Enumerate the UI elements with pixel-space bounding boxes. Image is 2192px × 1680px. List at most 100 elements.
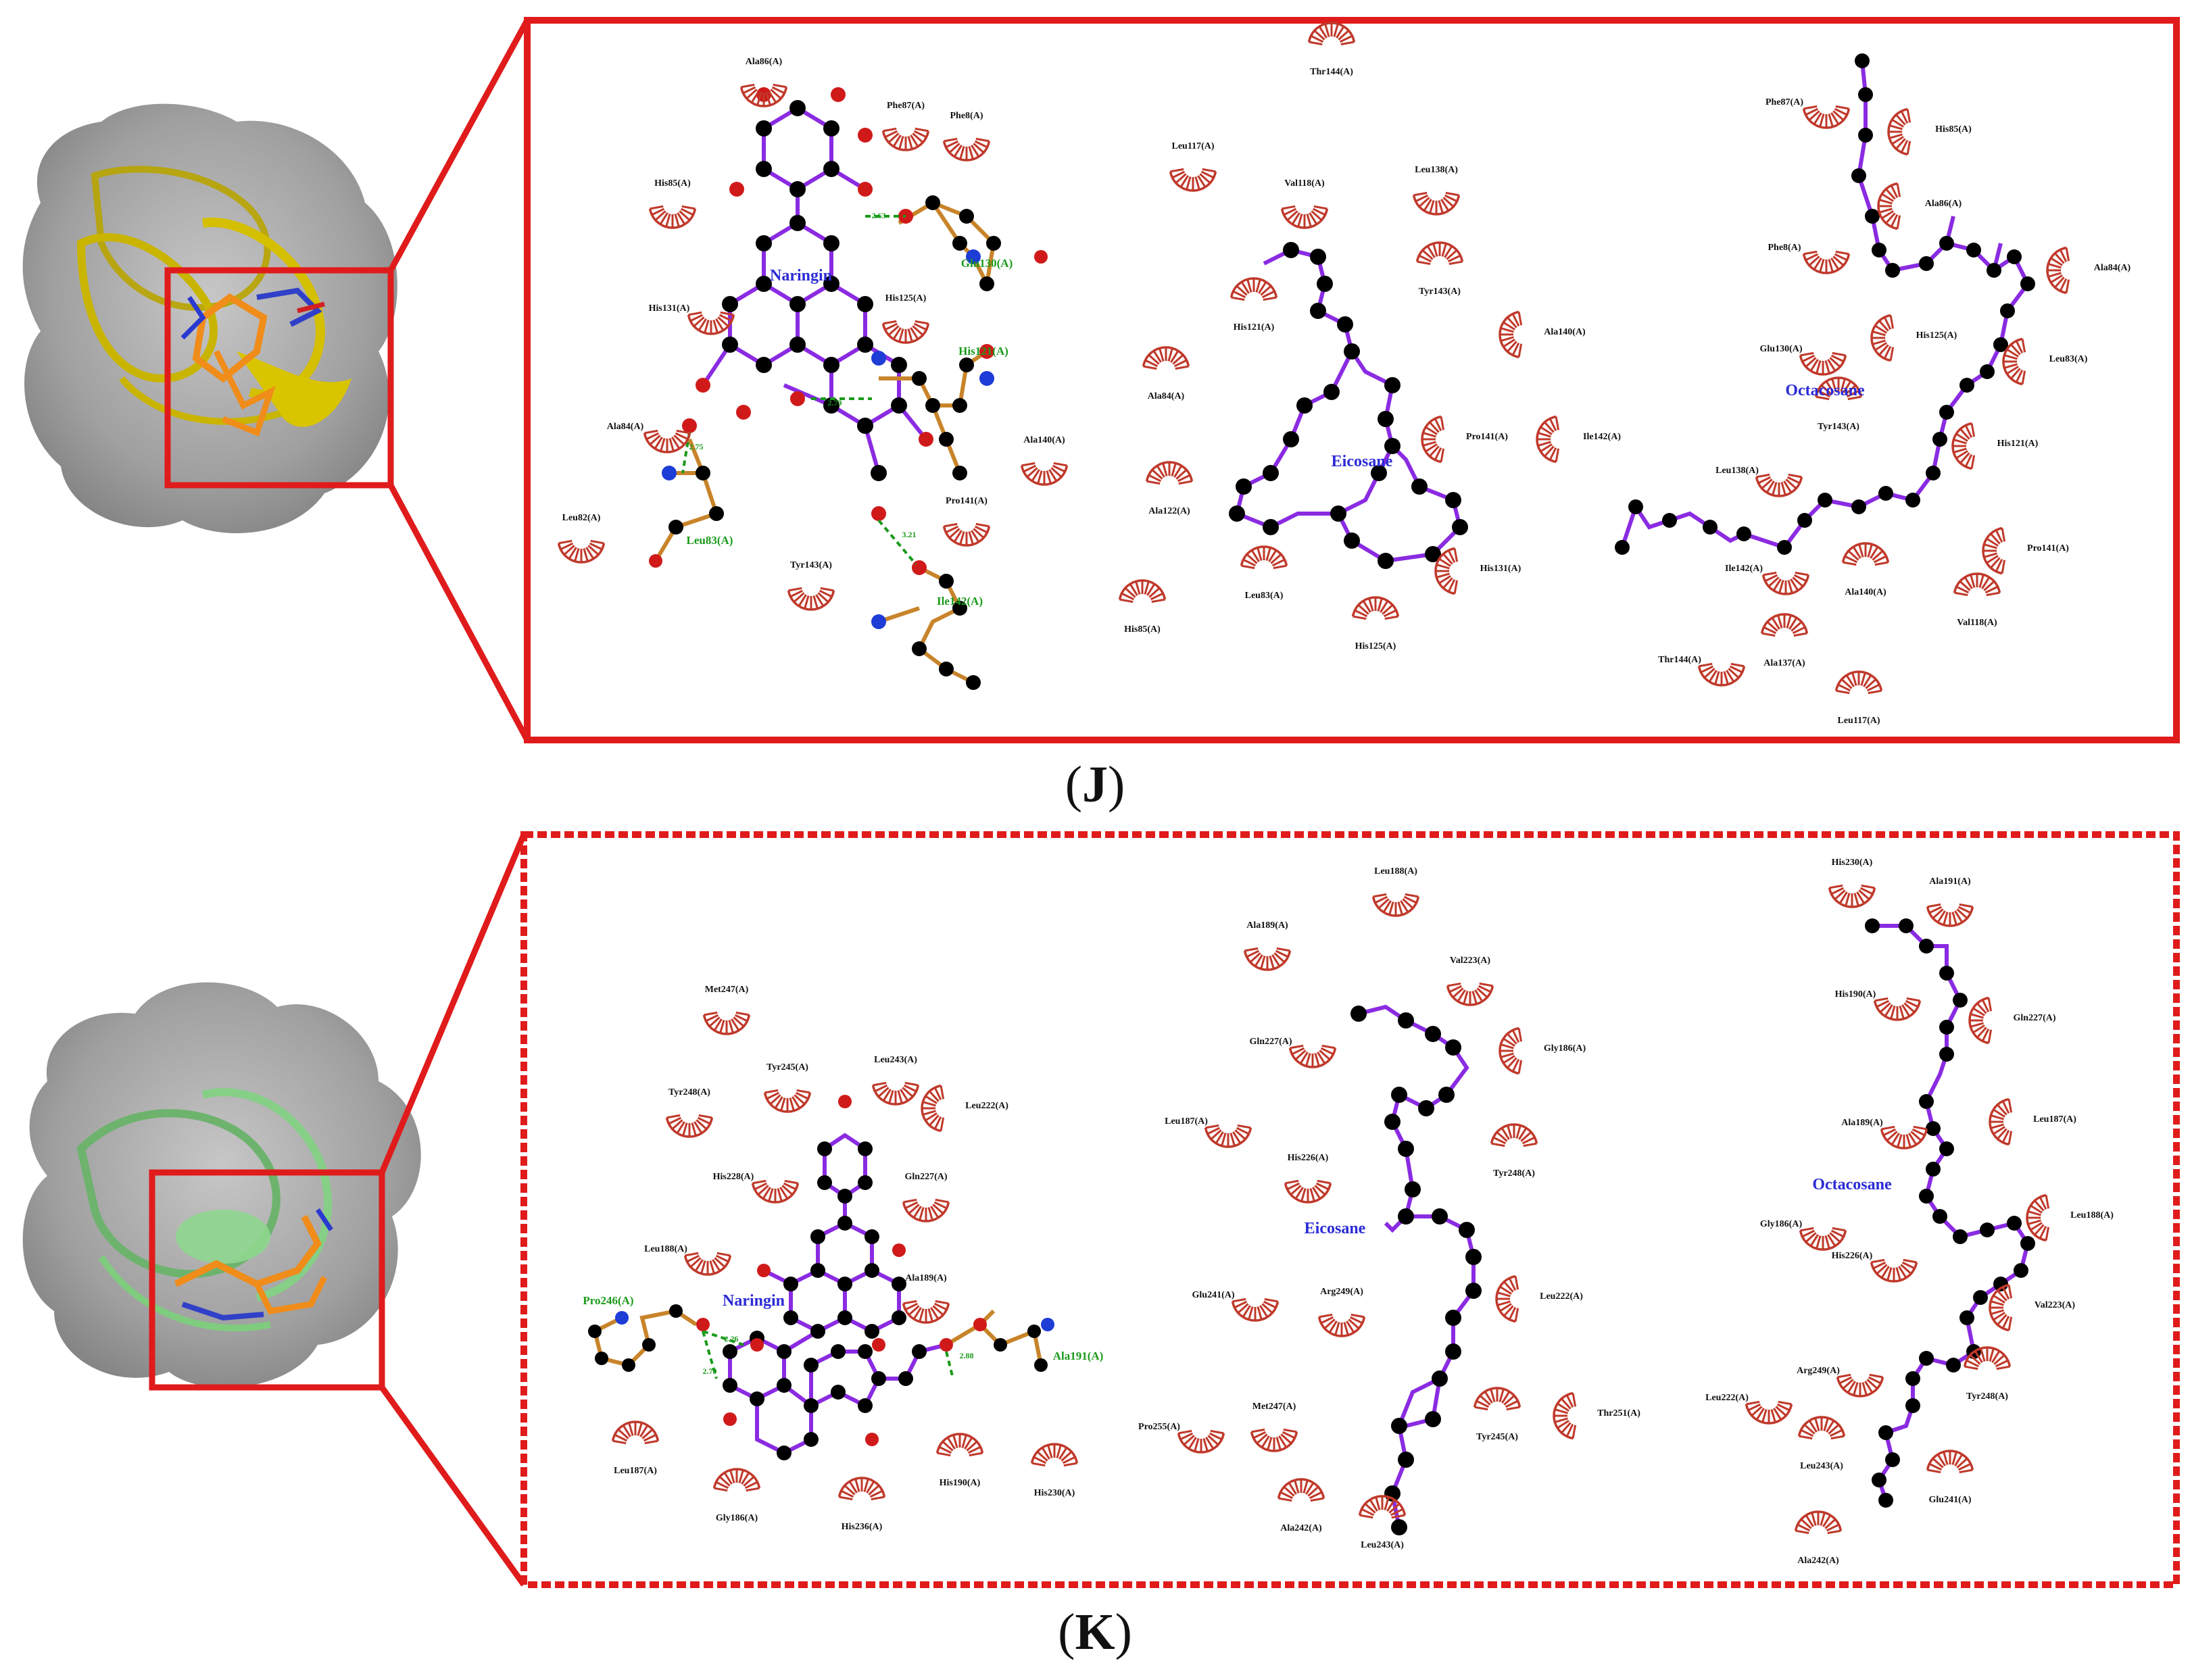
hydrophobic-arc-j	[1142, 346, 1190, 370]
hydrophobic-residue-j: Val118(A)	[1957, 618, 1997, 628]
hydrophobic-residue-j: His85(A)	[654, 178, 691, 189]
hydrophobic-arc-k	[1963, 1346, 2012, 1370]
hydrophobic-residue-k: Leu222(A)	[1540, 1291, 1583, 1302]
hydrophobic-residue-k: Tyr245(A)	[1476, 1432, 1518, 1442]
hydrophobic-residue-k: Leu187(A)	[1165, 1116, 1208, 1127]
hydrophobic-arc-k	[1177, 1429, 1225, 1454]
hydrophobic-residue-k: Ala242(A)	[1797, 1556, 1839, 1566]
hydrophobic-residue-j: Phe87(A)	[887, 101, 925, 111]
panel-caption-k-letter: K	[1075, 1604, 1115, 1660]
hydrophobic-arc-k	[1446, 982, 1494, 1006]
hydrophobic-residue-k: Arg249(A)	[1320, 1287, 1363, 1297]
hydrophobic-arc-j	[1760, 613, 1809, 637]
hydrophobic-residue-k: His190(A)	[1835, 989, 1876, 999]
hydrophobic-arc-j	[1755, 473, 1803, 497]
hydrophobic-arc-j	[1307, 22, 1356, 46]
hydrophobic-arc-k	[902, 1300, 950, 1324]
hbond-distance-j: 2.63	[872, 211, 886, 220]
hydrophobic-residue-k: His228(A)	[713, 1172, 754, 1182]
hydrophobic-residue-j: Ala140(A)	[1845, 587, 1886, 597]
hydrophobic-residue-k: Leu187(A)	[2033, 1114, 2076, 1125]
panel-caption-j-letter: J	[1082, 756, 1108, 813]
hydrophobic-arc-k	[1277, 1478, 1325, 1502]
hydrophobic-arc-k	[902, 1198, 950, 1222]
hydrophobic-arc-k	[611, 1420, 660, 1445]
hbond-distance-k: 2.88	[960, 1351, 974, 1360]
hbond-residue-j: Glu130(A)	[961, 257, 1013, 270]
hydrophobic-arc-k	[1926, 903, 1974, 927]
zoom-box-j	[164, 267, 394, 489]
hydrophobic-residue-j: Ala84(A)	[607, 422, 644, 432]
hydrophobic-arc-j	[1951, 422, 1976, 470]
hydrophobic-residue-j: His85(A)	[1935, 124, 1972, 134]
hbond-distance-j: 3.21	[902, 530, 917, 539]
hbond-residue-k: Pro246(A)	[583, 1294, 633, 1307]
hydrophobic-residue-k: Val223(A)	[1450, 956, 1490, 966]
hydrophobic-arc-k	[1794, 1510, 1843, 1535]
hydrophobic-arc-k	[871, 1081, 920, 1106]
hbond-distance-j: 2.79	[828, 398, 842, 407]
hydrophobic-residue-k: Pro255(A)	[1138, 1422, 1180, 1432]
hydrophobic-residue-k: Leu188(A)	[2070, 1210, 2114, 1220]
hydrophobic-residue-k: Glu241(A)	[1192, 1290, 1235, 1300]
hydrophobic-arc-j	[1351, 596, 1400, 620]
hydrophobic-residue-j: Ala140(A)	[1544, 327, 1586, 337]
hydrophobic-residue-j: His125(A)	[885, 293, 927, 303]
hydrophobic-arc-j	[687, 311, 735, 335]
hydrophobic-residue-j: Ala140(A)	[1023, 435, 1065, 445]
hydrophobic-arc-k	[921, 1084, 945, 1133]
hydrophobic-residue-j: Pro141(A)	[1466, 432, 1508, 442]
hydrophobic-arc-k	[683, 1252, 732, 1276]
hydrophobic-residue-j: His85(A)	[1124, 624, 1161, 635]
hydrophobic-residue-k: His226(A)	[1288, 1153, 1329, 1163]
hydrophobic-arc-k	[1553, 1391, 1577, 1440]
protein-surface-j	[22, 103, 397, 534]
hydrophobic-residue-k: Gly186(A)	[1760, 1219, 1803, 1229]
hydrophobic-residue-j: His131(A)	[649, 303, 690, 314]
hydrophobic-residue-j: Pro141(A)	[946, 496, 988, 506]
ligand-name-naringin-k: Naringin	[723, 1292, 785, 1310]
hydrophobic-residue-k: His190(A)	[940, 1478, 981, 1488]
hydrophobic-residue-j: Val118(A)	[1284, 178, 1325, 189]
hydrophobic-arc-k	[1473, 1387, 1521, 1411]
hydrophobic-residue-j: Leu117(A)	[1172, 141, 1215, 151]
hydrophobic-residue-j: Glu130(A)	[1760, 344, 1803, 354]
hydrophobic-residue-k: Tyr248(A)	[1493, 1168, 1535, 1179]
ligand-name-octacosane-k: Octacosane	[1812, 1176, 1892, 1193]
hydrophobic-arc-j	[739, 83, 788, 107]
hydrophobic-arc-k	[2026, 1193, 2050, 1242]
eicosane-diagram-j	[1229, 242, 1468, 569]
naringin-diagram-k	[588, 1095, 1054, 1460]
hydrophobic-arc-j	[1145, 461, 1194, 485]
hydrophobic-arc-k	[763, 1089, 812, 1113]
hydrophobic-arc-k	[712, 1468, 761, 1492]
hydrophobic-arc-k	[1358, 1495, 1407, 1519]
hydrophobic-arc-k	[702, 1011, 751, 1035]
octacosane-diagram-k	[1865, 918, 2035, 1508]
hydrophobic-arc-k	[1284, 1179, 1332, 1204]
hydrophobic-residue-j: Ile142(A)	[1583, 432, 1621, 442]
hbond-distance-k: 2.79	[703, 1366, 717, 1376]
zoom-box-k	[149, 1169, 385, 1391]
hydrophobic-residue-j: Leu117(A)	[1838, 716, 1880, 726]
hydrophobic-arc-k	[1873, 997, 1922, 1021]
ligand-name-octacosane-j: Octacosane	[1785, 382, 1865, 399]
hydrophobic-residue-k: Ala242(A)	[1280, 1523, 1322, 1533]
panel-caption-j: (J)	[1065, 756, 1125, 813]
hydrophobic-residue-k: Ala189(A)	[1246, 920, 1288, 931]
panel-caption-k: (K)	[1058, 1604, 1132, 1660]
hydrophobic-residue-k: His230(A)	[1832, 858, 1873, 868]
hydrophobic-residue-k: Leu222(A)	[1705, 1393, 1749, 1403]
ligand-name-eicosane-k: Eicosane	[1305, 1220, 1366, 1237]
protein-surface-k	[22, 982, 421, 1388]
hydrophobic-arc-k	[935, 1433, 984, 1457]
hydrophobic-residue-k: Ala191(A)	[1929, 876, 1971, 887]
hydrophobic-arc-k	[1989, 1097, 2013, 1146]
hydrophobic-residue-j: His121(A)	[1234, 322, 1275, 332]
hydrophobic-residue-j: Leu138(A)	[1715, 466, 1759, 476]
hydrophobic-arc-k	[1288, 1044, 1337, 1068]
hydrophobic-arc-k	[1030, 1443, 1079, 1467]
hydrophobic-arc-j	[942, 137, 991, 162]
hydrophobic-arc-j	[1499, 310, 1523, 359]
